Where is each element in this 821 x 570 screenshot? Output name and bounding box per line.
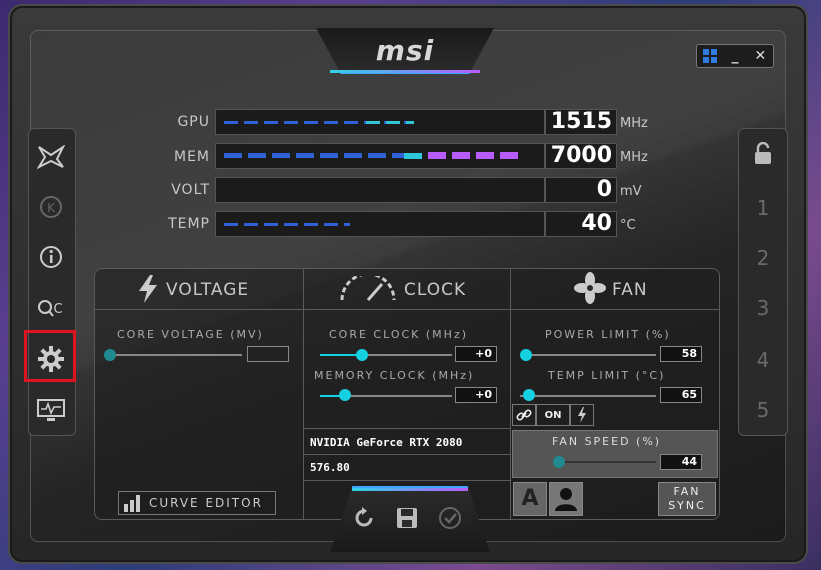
link-icon[interactable]	[512, 404, 536, 426]
memory-clock-slider[interactable]	[339, 389, 351, 401]
profile-5-button[interactable]: 5	[756, 398, 770, 422]
volt-unit: mV	[620, 184, 642, 199]
user-icon	[555, 488, 577, 511]
apply-check-icon[interactable]	[436, 504, 464, 532]
fan-sync-button[interactable]: FAN SYNC	[658, 482, 716, 516]
fan-speed-track[interactable]	[556, 461, 656, 463]
left-sidebar	[28, 128, 76, 436]
msi-logo: msi	[375, 34, 435, 67]
minimize-button[interactable]: _	[731, 48, 739, 64]
curve-editor-label: CURVE EDITOR	[149, 496, 263, 510]
temp-limit-slider[interactable]	[523, 389, 535, 401]
bottom-glow-strip	[352, 488, 468, 491]
gpu-meter	[215, 109, 545, 135]
lightning-icon	[136, 274, 160, 308]
profile-2-button[interactable]: 2	[756, 246, 770, 270]
fan-speed-input[interactable]: 44	[660, 454, 702, 470]
fan-title: FAN	[612, 280, 648, 300]
link-controls: ON	[512, 404, 594, 426]
logo-glow-strip	[330, 70, 480, 73]
core-clock-label: CORE CLOCK (MHz)	[329, 328, 469, 341]
header-divider	[94, 309, 720, 310]
reset-icon[interactable]	[350, 504, 378, 532]
gpu-name: NVIDIA GeForce RTX 2080	[310, 436, 463, 449]
mem-meter	[215, 143, 545, 169]
power-limit-label: POWER LIMIT (%)	[545, 328, 671, 341]
fan-speed-label: FAN SPEED (%)	[552, 435, 662, 448]
memory-clock-input[interactable]: +0	[455, 387, 497, 403]
fan-auto-button[interactable]: A	[513, 482, 547, 516]
mem-value: 7000	[545, 143, 617, 169]
control-panel	[94, 268, 720, 520]
oc-scanner-icon[interactable]: C	[36, 294, 66, 324]
voltage-title: VOLTAGE	[166, 280, 250, 300]
svg-text:K: K	[47, 201, 56, 215]
bar-chart-icon	[124, 495, 140, 512]
settings-highlight-box	[24, 330, 76, 382]
info-icon[interactable]	[36, 242, 66, 272]
volt-meter	[215, 177, 545, 203]
column-divider	[303, 268, 304, 520]
fan-icon	[574, 272, 606, 308]
power-limit-track[interactable]	[520, 354, 656, 356]
power-limit-slider[interactable]	[520, 349, 532, 361]
core-voltage-slider[interactable]	[104, 349, 116, 361]
profile-sidebar	[738, 128, 788, 436]
close-button[interactable]: ✕	[754, 48, 767, 64]
profile-lock-icon[interactable]	[744, 141, 782, 172]
core-voltage-input[interactable]	[247, 346, 289, 362]
memory-clock-label: MEMORY CLOCK (MHz)	[314, 369, 475, 382]
boost-lightning-icon[interactable]	[570, 404, 594, 426]
driver-version: 576.80	[310, 461, 350, 474]
monitor-icon[interactable]	[36, 396, 66, 426]
gpu-label: GPU	[177, 114, 210, 130]
core-clock-input[interactable]: +0	[455, 346, 497, 362]
profile-3-button[interactable]: 3	[756, 296, 770, 320]
column-divider	[510, 268, 511, 520]
temp-value: 40	[545, 211, 617, 237]
mem-label: MEM	[173, 149, 210, 165]
core-clock-slider[interactable]	[356, 349, 368, 361]
link-on-toggle[interactable]: ON	[536, 404, 570, 426]
window-controls: _ ✕	[696, 44, 774, 68]
profile-4-button[interactable]: 4	[756, 348, 770, 372]
save-icon[interactable]	[393, 504, 421, 532]
profile-1-button[interactable]: 1	[756, 196, 770, 220]
core-clock-track[interactable]	[320, 354, 452, 356]
speedometer-icon	[338, 272, 398, 306]
temp-unit: °C	[620, 218, 636, 233]
temp-limit-track[interactable]	[520, 395, 656, 397]
logo-notch	[316, 28, 494, 74]
memory-clock-track[interactable]	[320, 395, 452, 397]
user-fan-curve-button[interactable]	[549, 482, 583, 516]
info-divider	[304, 480, 510, 481]
info-divider	[304, 454, 510, 455]
temp-limit-label: TEMP LIMIT (°C)	[548, 369, 666, 382]
core-voltage-track[interactable]	[110, 354, 242, 356]
info-divider	[304, 428, 510, 429]
temp-meter	[215, 211, 545, 237]
power-limit-input[interactable]: 58	[660, 346, 702, 362]
curve-editor-button[interactable]: CURVE EDITOR	[118, 491, 276, 515]
temp-label: TEMP	[168, 216, 210, 232]
svg-text:C: C	[53, 302, 62, 317]
volt-label: VOLT	[171, 182, 210, 198]
gpu-unit: MHz	[620, 116, 648, 131]
settings-gear-icon[interactable]	[36, 344, 66, 374]
gpu-value: 1515	[545, 109, 617, 135]
mem-unit: MHz	[620, 150, 648, 165]
afterburner-logo-icon[interactable]	[36, 142, 66, 172]
fan-speed-slider[interactable]	[553, 456, 565, 468]
volt-value: 0	[545, 177, 617, 203]
kombustor-icon[interactable]: K	[36, 192, 66, 222]
temp-limit-input[interactable]: 65	[660, 387, 702, 403]
clock-title: CLOCK	[404, 280, 467, 300]
windows-icon[interactable]	[699, 46, 721, 66]
core-voltage-label: CORE VOLTAGE (MV)	[117, 328, 264, 341]
